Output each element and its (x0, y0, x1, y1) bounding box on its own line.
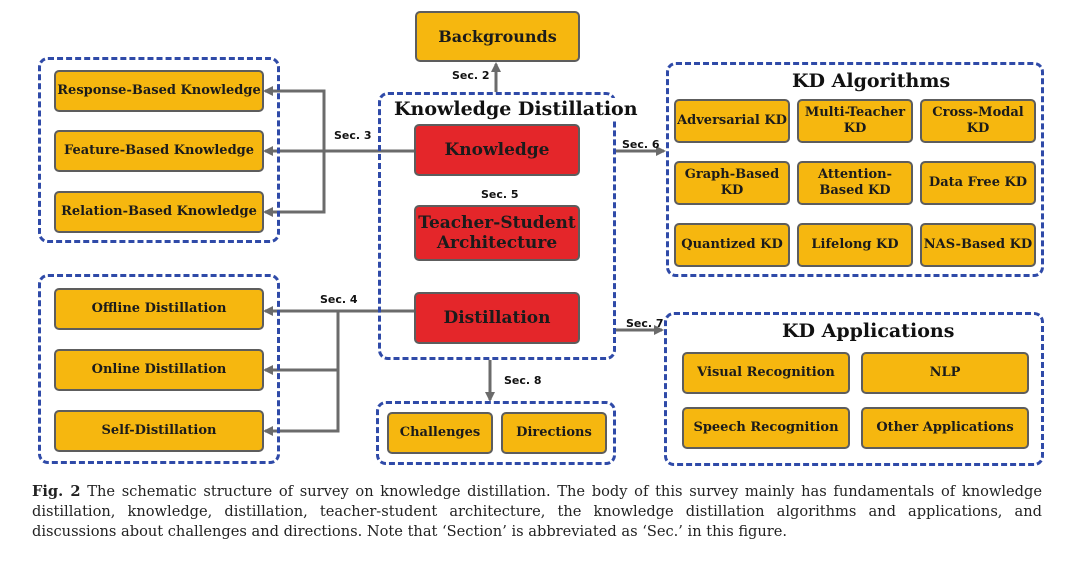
kd-algorithms-group (666, 62, 1044, 277)
arrow-to-self (263, 311, 340, 436)
other-applications-box: Other Applications (861, 407, 1029, 449)
discussion-group (376, 401, 616, 465)
challenges-box: Challenges (387, 412, 493, 454)
nas-based-kd-box: NAS-Based KD (920, 223, 1036, 267)
distillation-box: Distillation (414, 292, 580, 344)
multi-teacher-kd-box: Multi-Teacher KD (797, 99, 913, 143)
backgrounds-box: Backgrounds (415, 11, 580, 62)
relation-based-knowledge-box: Relation-Based Knowledge (54, 191, 264, 233)
figure-caption: Fig. 2 The schematic structure of survey… (32, 482, 1042, 542)
sec8-label: Sec. 8 (504, 374, 542, 387)
arrow-to-response-knowledge (263, 86, 326, 151)
distillation-schemes-group (38, 274, 280, 464)
offline-distillation-box: Offline Distillation (54, 288, 264, 330)
arrow-to-relation-knowledge (263, 151, 326, 217)
quantized-kd-box: Quantized KD (674, 223, 790, 267)
nlp-box: NLP (861, 352, 1029, 394)
figure-label: Fig. 2 (32, 483, 81, 500)
graph-based-kd-box: Graph-Based KD (674, 161, 790, 205)
adversarial-kd-box: Adversarial KD (674, 99, 790, 143)
self-distillation-box: Self-Distillation (54, 410, 264, 452)
sec7-label: Sec. 7 (626, 317, 664, 330)
speech-recognition-box: Speech Recognition (682, 407, 850, 449)
caption-text: The schematic structure of survey on kno… (32, 483, 1042, 540)
sec3-label: Sec. 3 (334, 129, 372, 142)
online-distillation-box: Online Distillation (54, 349, 264, 391)
teacher-student-architecture-box: Teacher-Student Architecture (414, 205, 580, 261)
directions-box: Directions (501, 412, 607, 454)
knowledge-distillation-group (378, 92, 616, 360)
lifelong-kd-box: Lifelong KD (797, 223, 913, 267)
cross-modal-kd-box: Cross-Modal KD (920, 99, 1036, 143)
sec2-label: Sec. 2 (452, 69, 490, 82)
knowledge-types-group (38, 57, 280, 243)
kd-applications-title: KD Applications (778, 320, 959, 342)
kd-applications-group (664, 312, 1044, 466)
response-based-knowledge-box: Response-Based Knowledge (54, 70, 264, 112)
visual-recognition-box: Visual Recognition (682, 352, 850, 394)
sec4-label: Sec. 4 (320, 293, 358, 306)
kd-algorithms-title: KD Algorithms (788, 70, 955, 92)
knowledge-box: Knowledge (414, 124, 580, 176)
attention-based-kd-box: Attention-Based KD (797, 161, 913, 205)
sec6-label: Sec. 6 (622, 138, 660, 151)
feature-based-knowledge-box: Feature-Based Knowledge (54, 130, 264, 172)
knowledge-distillation-title: Knowledge Distillation (390, 98, 642, 120)
sec5-label: Sec. 5 (481, 188, 519, 201)
data-free-kd-box: Data Free KD (920, 161, 1036, 205)
